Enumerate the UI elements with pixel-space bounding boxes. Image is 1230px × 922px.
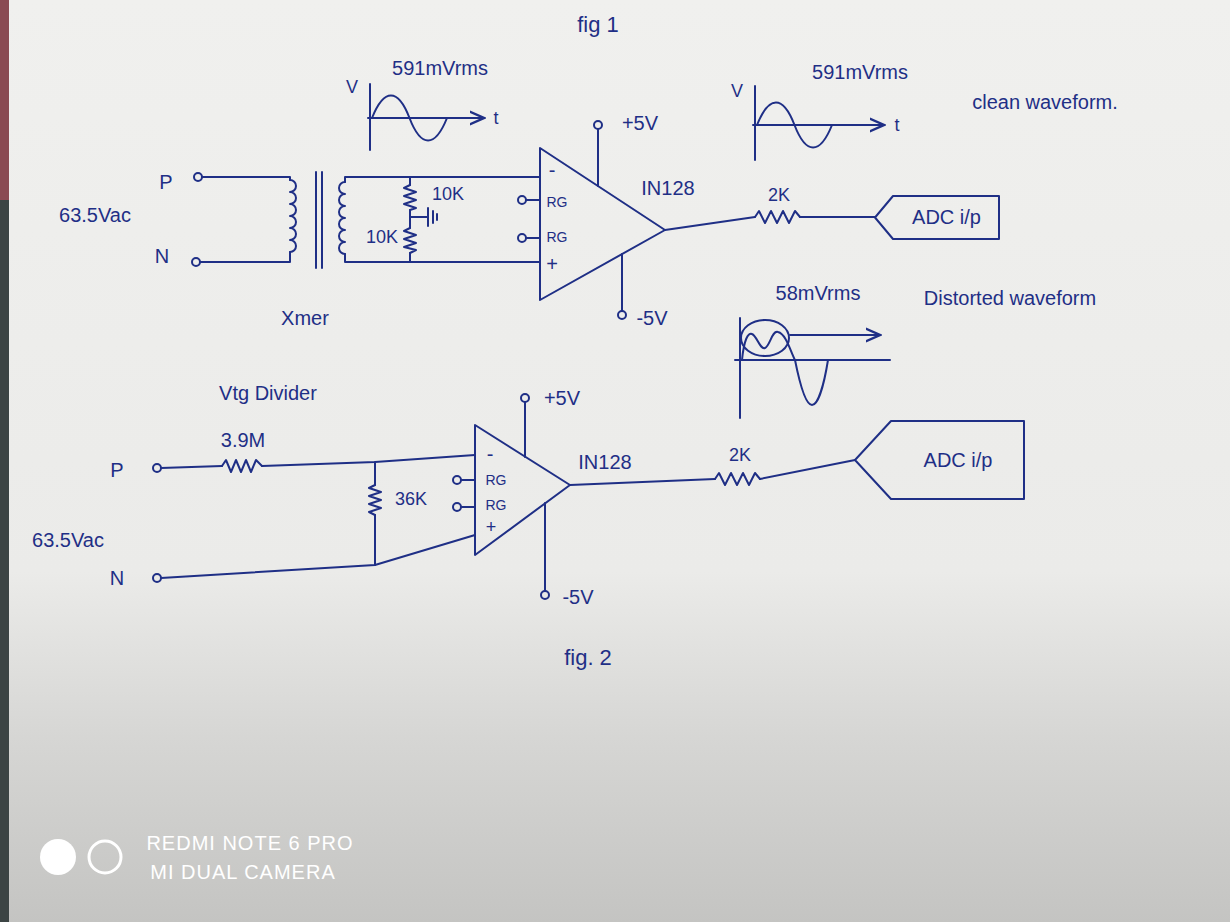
- resistor-value: 10K: [432, 185, 464, 205]
- resistor-value: 10K: [366, 228, 398, 248]
- note-label: clean waveform.: [972, 91, 1118, 113]
- amplifier-symbol: [453, 394, 855, 599]
- terminal-label: N: [110, 567, 124, 589]
- terminal-label: P: [110, 459, 123, 481]
- transformer-symbol: [192, 172, 540, 268]
- resistor-value: 2K: [729, 446, 751, 466]
- resistor-value: 36K: [395, 490, 427, 510]
- camera-watermark: MI DUAL CAMERA: [150, 861, 336, 883]
- table-edge: [0, 200, 9, 922]
- axis-label: t: [493, 109, 498, 129]
- pin-label: -: [487, 443, 494, 465]
- camera-watermark: REDMI NOTE 6 PRO: [146, 832, 353, 854]
- pin-label: RG: [486, 498, 507, 513]
- note-label: Distorted waveform: [924, 287, 1096, 309]
- waveform-plot: [735, 318, 890, 418]
- adc-input-block: ADC i/p: [875, 195, 1000, 240]
- terminal-label: P: [159, 171, 172, 193]
- section-label: Vtg Divider: [219, 382, 317, 404]
- table-edge: [0, 0, 9, 200]
- pin-label: -: [549, 159, 556, 181]
- figure-label: fig 1: [577, 13, 619, 37]
- axis-label: V: [346, 78, 358, 98]
- pin-label: RG: [486, 473, 507, 488]
- supply-label: +5V: [544, 387, 580, 409]
- pentagon-outline: [875, 196, 999, 239]
- voltage-annotation: 591mVrms: [812, 61, 908, 83]
- voltage-divider: [153, 455, 475, 582]
- watermark-logo: [40, 839, 121, 875]
- voltage-annotation: 591mVrms: [392, 57, 488, 79]
- pin-label: +: [486, 518, 497, 538]
- resistor-value: 3.9M: [221, 429, 265, 451]
- source-label: 63.5Vac: [59, 204, 131, 226]
- pin-label: RG: [547, 230, 568, 245]
- pin-label: +: [546, 253, 558, 275]
- resistor-value: 2K: [768, 186, 790, 206]
- figure-label: fig. 2: [564, 646, 612, 670]
- supply-label: -5V: [636, 307, 667, 329]
- supply-label: +5V: [622, 112, 658, 134]
- axis-label: t: [894, 116, 899, 136]
- part-name: IN128: [641, 177, 694, 199]
- waveform-plot: [753, 86, 884, 160]
- source-label: 63.5Vac: [32, 529, 104, 551]
- amplifier-symbol: [518, 121, 875, 319]
- pin-label: RG: [547, 195, 568, 210]
- axis-label: V: [731, 82, 743, 102]
- terminal-label: N: [155, 245, 169, 267]
- waveform-plot: [368, 84, 484, 150]
- block-label: ADC i/p: [924, 449, 993, 472]
- block-label: ADC i/p: [912, 206, 981, 229]
- part-name: IN128: [578, 451, 631, 473]
- part-name: Xmer: [281, 307, 329, 329]
- voltage-annotation: 58mVrms: [776, 282, 861, 304]
- adc-input-block: ADC i/p: [855, 420, 1025, 500]
- supply-label: -5V: [562, 586, 593, 608]
- pentagon-outline: [855, 421, 1024, 499]
